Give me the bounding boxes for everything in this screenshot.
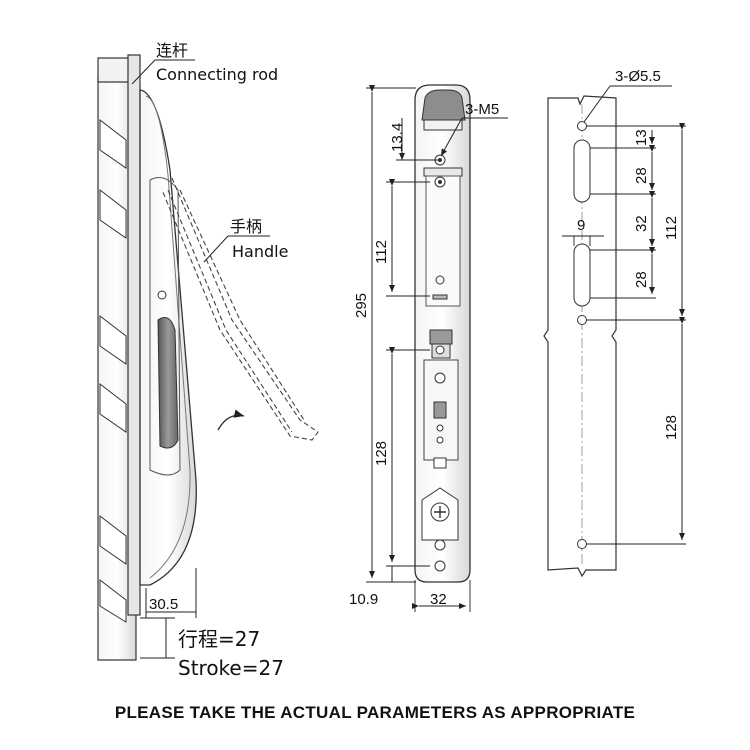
front-center-strip: [425, 175, 461, 307]
stroke-label-cn: 行程=27: [178, 627, 260, 651]
handle-label-en: Handle: [232, 242, 288, 261]
front-top-cap: [421, 89, 466, 121]
side-view: 连杆 Connecting rod 手柄 Handle 30.5 行程=27 S…: [97, 41, 319, 680]
stroke-label-en: Stroke=27: [178, 656, 284, 680]
mount-hole-top: [577, 121, 587, 131]
handle-recess: [157, 317, 179, 449]
slot-top: [573, 139, 591, 203]
cutout-view: 3-Ø5.5 13 28 32 112 9 28 128: [543, 68, 686, 578]
dim-128-cutout: 128: [663, 415, 680, 440]
dim-112-cutout: 112: [663, 216, 680, 240]
dim-32-front: 32: [430, 591, 447, 608]
cutout-plate: [543, 95, 617, 578]
handle-label-cn: 手柄: [230, 217, 262, 236]
dim-295: 295: [353, 293, 370, 318]
front-view: 3-M5 13.4 112 295 128 10.9 32: [349, 84, 508, 612]
dim-13: 13: [633, 129, 650, 146]
connecting-rod-label-en: Connecting rod: [156, 65, 278, 84]
mount-hole-bottom: [577, 539, 587, 549]
dim-112-front: 112: [373, 240, 390, 264]
dim-10-9: 10.9: [349, 591, 378, 608]
dim-28-top: 28: [633, 167, 650, 184]
depth-dimension: 30.5: [149, 596, 178, 613]
rod-notches: [99, 118, 127, 623]
connecting-rod-label-cn: 连杆: [156, 41, 188, 60]
footer-note: PLEASE TAKE THE ACTUAL PARAMETERS AS APP…: [114, 703, 636, 722]
slot-bottom: [573, 243, 591, 307]
dim-13-4: 13.4: [389, 123, 406, 152]
dim-32-cutout: 32: [633, 215, 650, 232]
thread-callout: 3-M5: [465, 101, 499, 118]
dim-9: 9: [577, 217, 585, 234]
rotate-arrow: [217, 409, 245, 431]
flange: [127, 54, 141, 616]
dim-28-bottom: 28: [633, 271, 650, 288]
hole-callout: 3-Ø5.5: [615, 68, 661, 85]
mount-hole-mid: [577, 315, 587, 325]
handle-open-position: [161, 177, 319, 441]
dim-128-front: 128: [373, 441, 390, 466]
